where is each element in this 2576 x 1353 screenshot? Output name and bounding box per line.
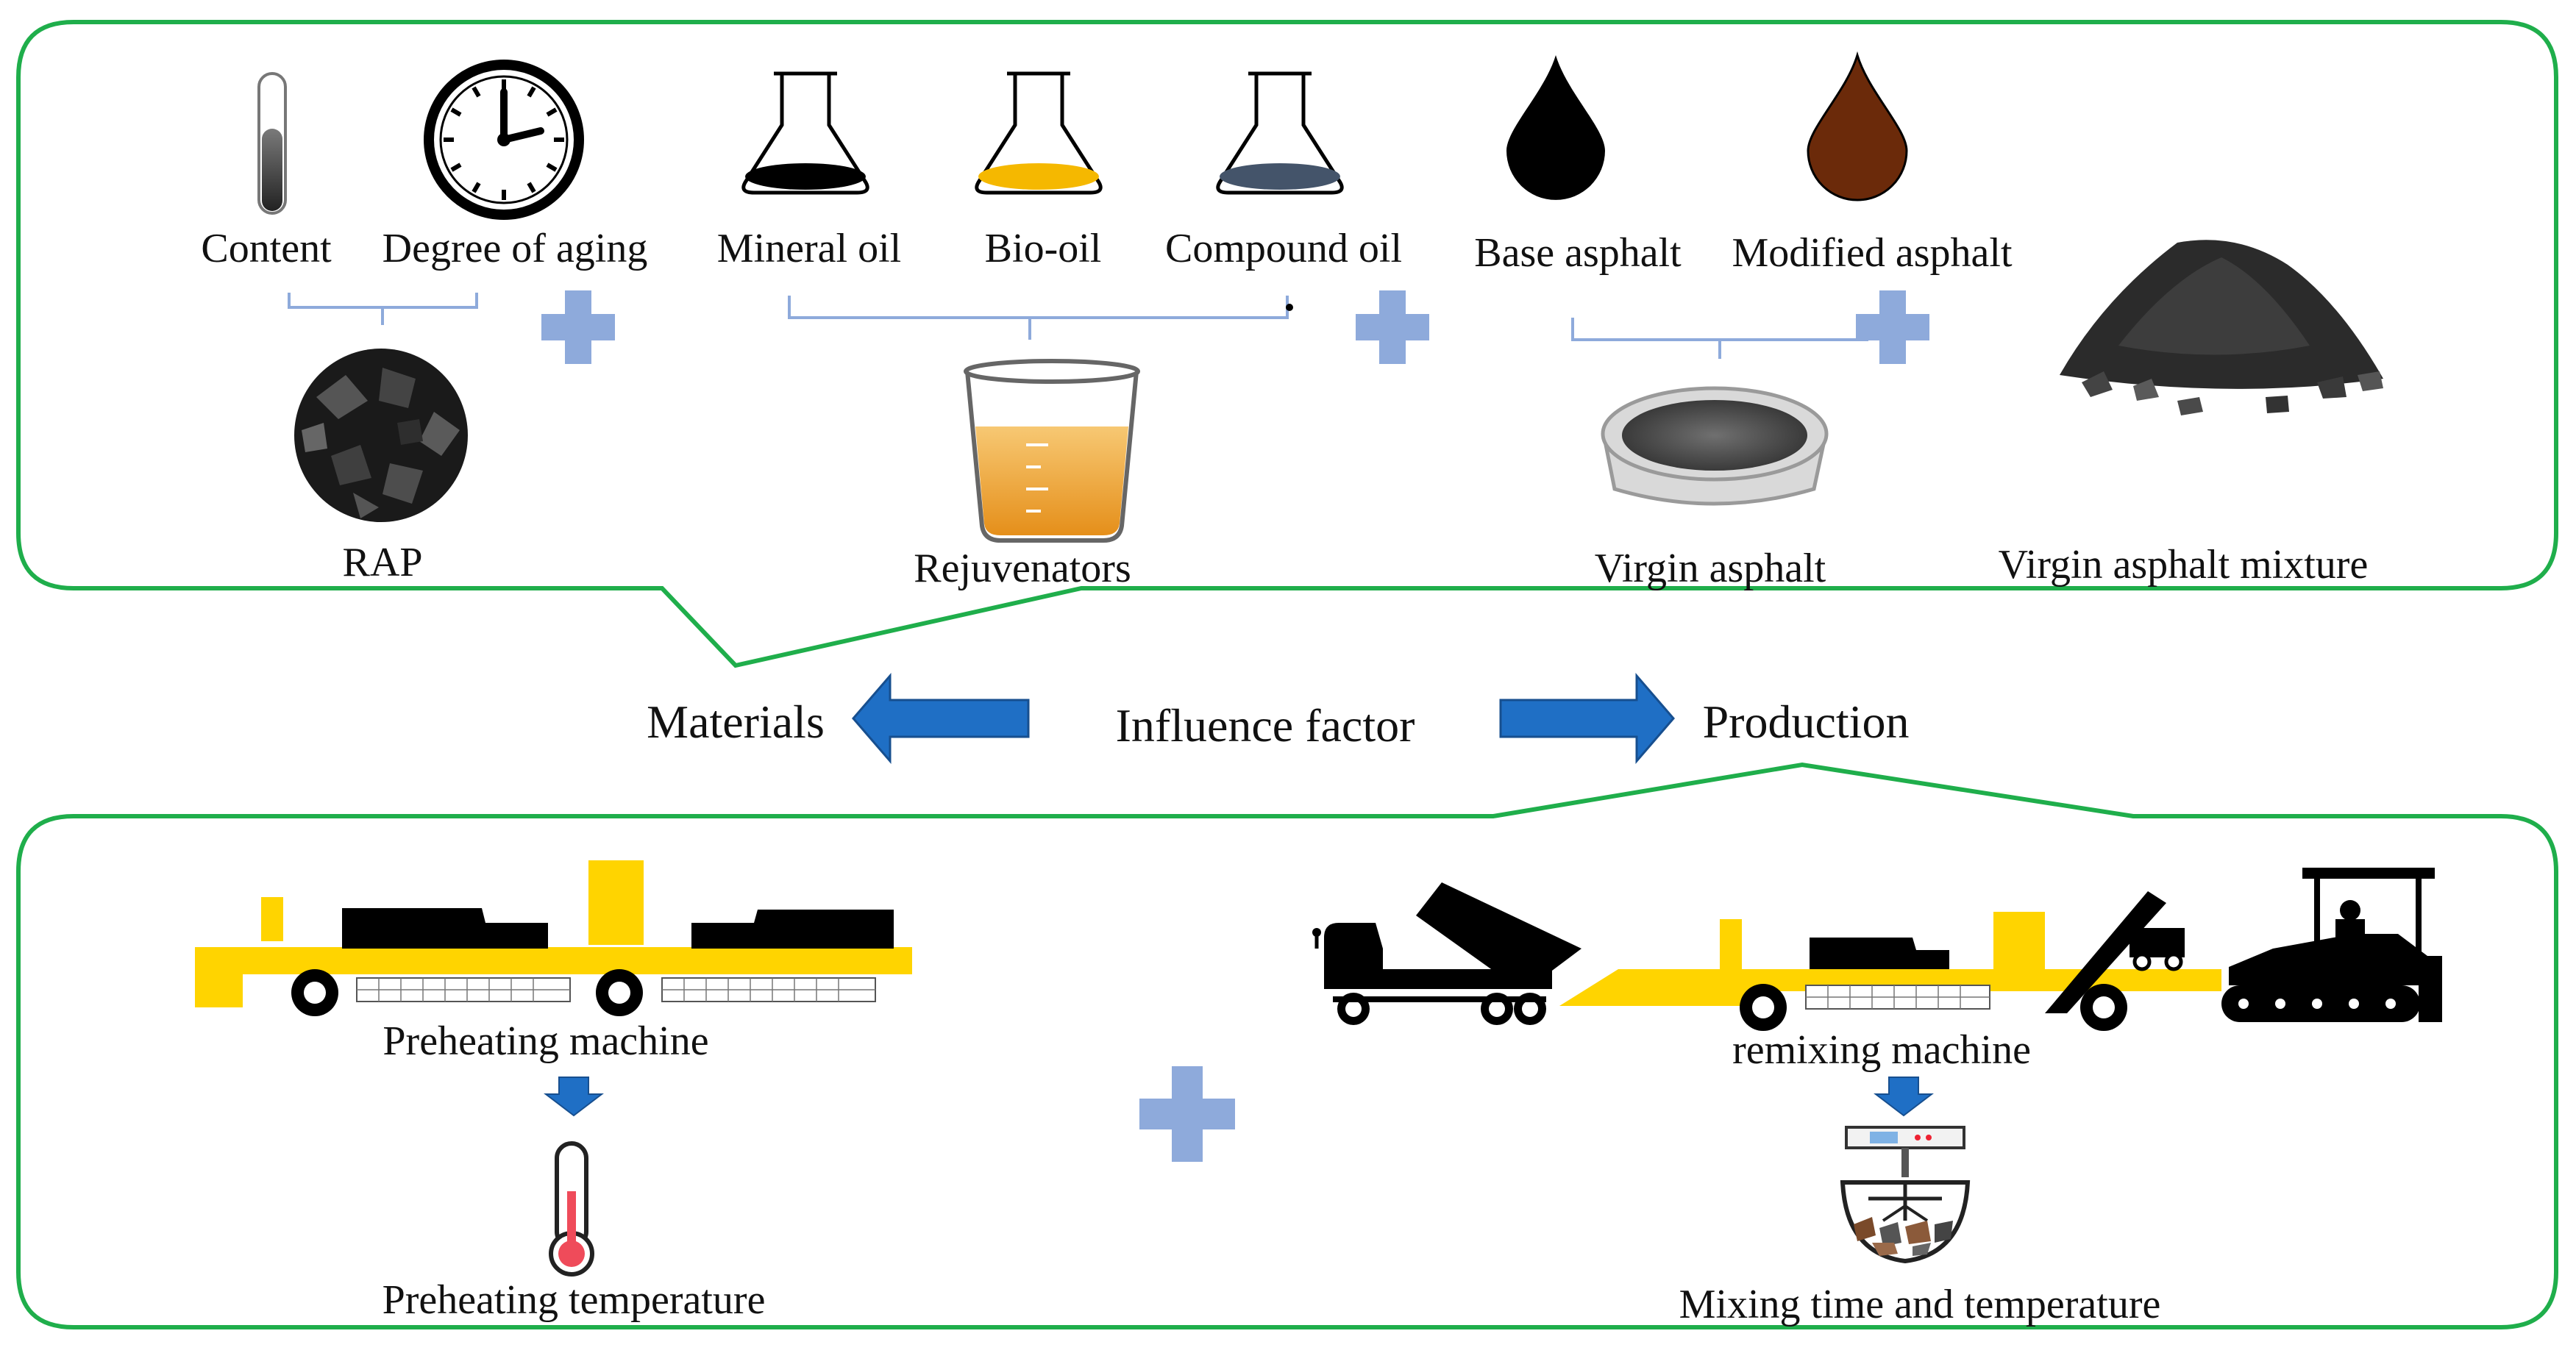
materials-panel-border [16, 20, 2558, 668]
asphalt-pan-icon [1601, 386, 1829, 506]
materials-label: Materials [647, 696, 825, 748]
down-arrow-icon [1874, 1077, 1934, 1117]
rap-label: RAP [342, 540, 423, 585]
preheating-machine-label: Preheating machine [383, 1018, 709, 1064]
content-label: Content [201, 226, 332, 271]
degree-of-aging-label: Degree of aging [382, 226, 648, 271]
preheating-temperature-label: Preheating temperature [382, 1277, 766, 1323]
paver-image [2221, 868, 2442, 1022]
plus-icon [1139, 1066, 1235, 1162]
remixing-machine-label: remixing machine [1732, 1027, 2031, 1073]
test-tube-icon [257, 72, 287, 215]
arrow-to-materials-icon [852, 672, 1030, 765]
compound-oil-flask-icon [1216, 71, 1344, 195]
asphalt-mixture-pile-image [2060, 240, 2383, 415]
plus-icon [1856, 290, 1929, 364]
mixing-pot-icon [1840, 1126, 1971, 1264]
modified-asphalt-label: Modified asphalt [1732, 230, 2013, 276]
mineral-oil-label: Mineral oil [716, 226, 902, 271]
beaker-icon [964, 359, 1140, 543]
rap-brace [288, 293, 478, 309]
dump-truck-image [1312, 882, 1581, 1025]
arrow-to-production-icon [1499, 672, 1675, 765]
clock-icon [424, 60, 584, 220]
bio-oil-label: Bio-oil [984, 226, 1102, 271]
virgin-asphalt-label: Virgin asphalt [1594, 546, 1826, 591]
mineral-oil-flask-icon [741, 71, 869, 195]
down-arrow-icon [544, 1077, 604, 1117]
plus-icon [1356, 290, 1429, 364]
virgin-asphalt-brace [1571, 318, 1868, 341]
virgin-asphalt-mixture-label: Virgin asphalt mixture [1998, 542, 2369, 588]
production-label: Production [1702, 696, 1910, 748]
preheating-machine-image [195, 860, 912, 1016]
base-asphalt-drop-icon [1506, 55, 1605, 200]
bio-oil-flask-icon [975, 71, 1103, 195]
remixing-machine-image [1559, 891, 2221, 1031]
rejuvenators-label: Rejuvenators [914, 546, 1131, 591]
production-panel-border [16, 762, 2558, 1329]
base-asphalt-label: Base asphalt [1474, 230, 1682, 276]
mixing-time-temperature-label: Mixing time and temperature [1679, 1282, 2161, 1327]
modified-asphalt-drop-icon [1807, 51, 1908, 201]
rap-pile-image [294, 349, 468, 522]
rejuvenators-brace [788, 296, 1289, 319]
compound-oil-label: Compound oil [1164, 226, 1403, 271]
thermometer-icon [549, 1141, 594, 1277]
influence-factor-label: Influence factor [1115, 699, 1415, 752]
plus-icon [541, 290, 615, 364]
